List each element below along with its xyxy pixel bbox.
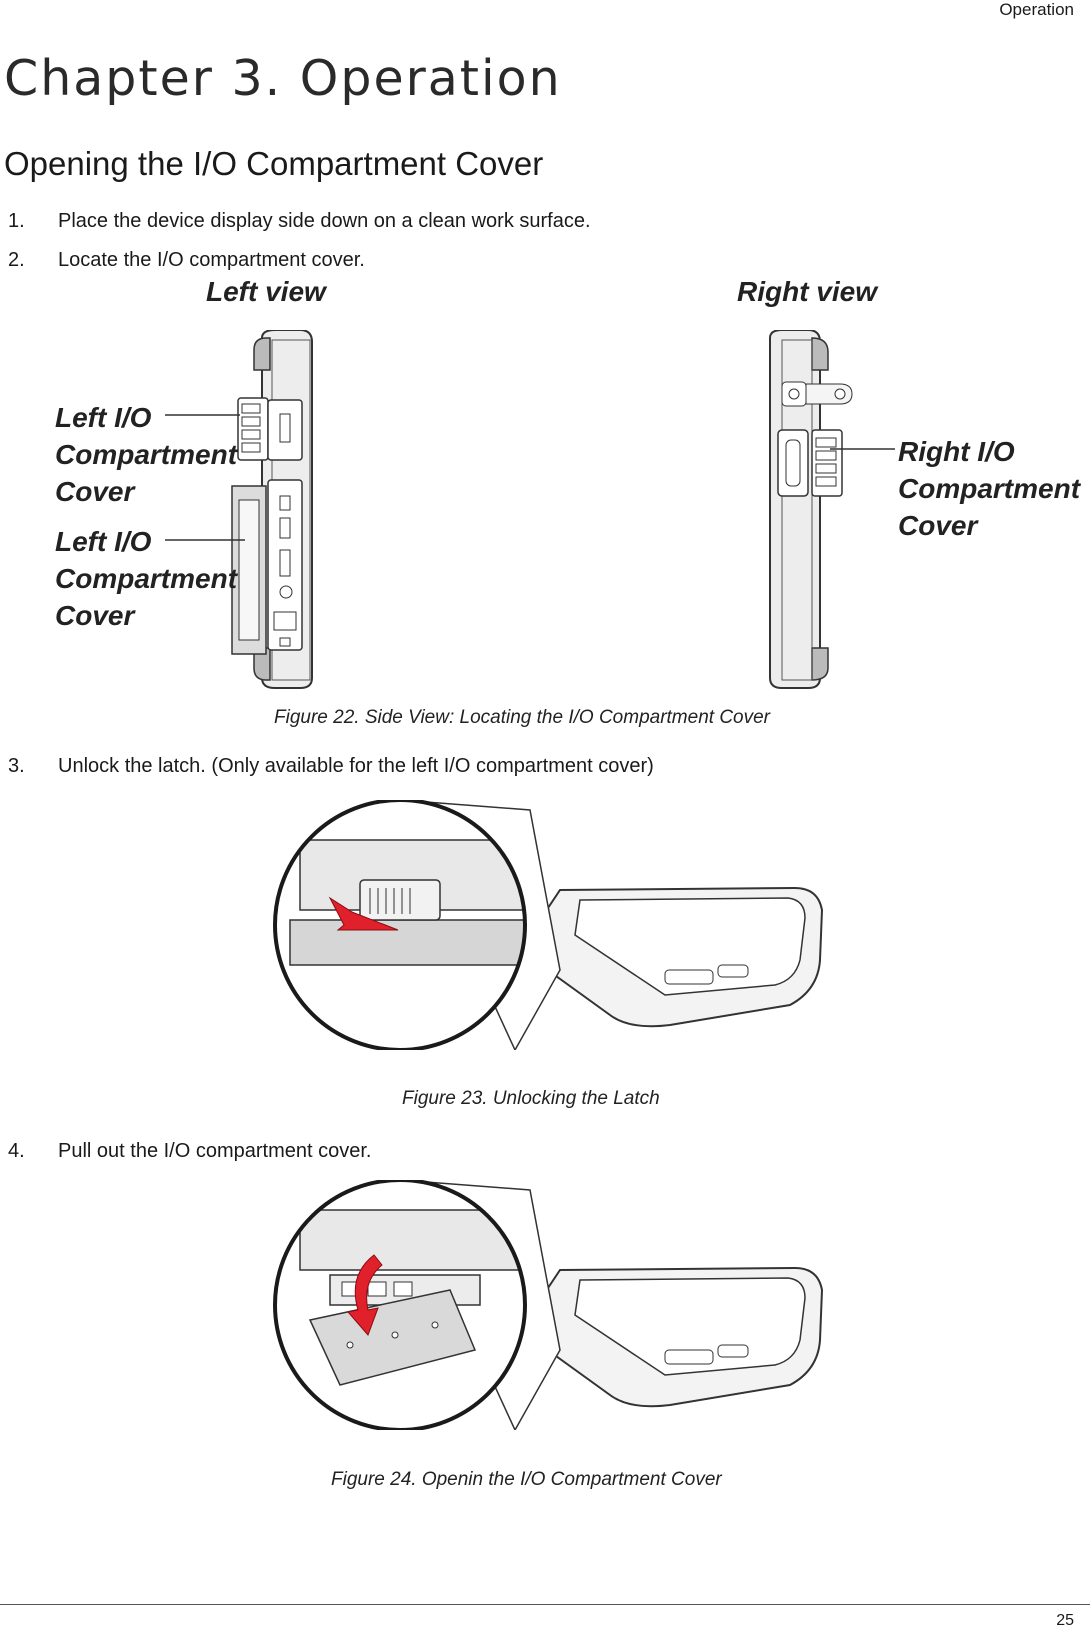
callout-line: Left I/O — [55, 526, 152, 557]
open-cover-illustration — [273, 1180, 824, 1430]
left-side-view-drawing — [231, 330, 313, 689]
callout-left-bottom: Left I/O Compartment Cover — [55, 523, 237, 634]
running-header: Operation — [999, 0, 1074, 19]
step-1: 1. Place the device display side down on… — [8, 210, 591, 233]
footer-rule — [0, 1604, 1090, 1605]
figure-24-caption: Figure 24. Openin the I/O Compartment Co… — [331, 1469, 722, 1490]
callout-leader-lines — [165, 414, 895, 541]
callout-line: Compartment — [55, 439, 238, 470]
callout-line: Cover — [898, 510, 978, 541]
callout-line: Right I/O — [898, 436, 1015, 467]
step-text: Pull out the I/O compartment cover. — [58, 1140, 372, 1162]
chapter-title: Chapter 3. Operation — [4, 50, 562, 107]
section-title: Opening the I/O Compartment Cover — [4, 145, 544, 182]
step-number: 2. — [8, 249, 25, 271]
callout-line: Left I/O — [55, 402, 152, 433]
right-view-label: Right view — [737, 276, 878, 307]
step-4: 4. Pull out the I/O compartment cover. — [8, 1140, 371, 1163]
step-number: 1. — [8, 210, 25, 232]
unlock-arrow — [328, 896, 399, 931]
figure-22-caption: Figure 22. Side View: Locating the I/O C… — [274, 707, 771, 728]
step-number: 4. — [8, 1140, 25, 1162]
callout-line: Compartment — [55, 563, 238, 594]
step-number: 3. — [8, 755, 25, 777]
pull-arrow — [347, 1254, 383, 1336]
step-2: 2. Locate the I/O compartment cover. — [8, 249, 365, 272]
step-3: 3. Unlock the latch. (Only available for… — [8, 755, 654, 778]
callout-right: Right I/O Compartment Cover — [898, 433, 1080, 544]
callout-left-top: Left I/O Compartment Cover — [55, 399, 237, 510]
step-text: Locate the I/O compartment cover. — [58, 249, 365, 271]
left-view-label: Left view — [206, 276, 326, 307]
callout-line: Cover — [55, 476, 135, 507]
unlock-latch-illustration — [273, 800, 824, 1050]
step-text: Unlock the latch. (Only available for th… — [58, 755, 654, 777]
step-text: Place the device display side down on a … — [58, 210, 591, 232]
callout-line: Cover — [55, 600, 135, 631]
figure-23-caption: Figure 23. Unlocking the Latch — [402, 1088, 660, 1109]
page-number: 25 — [1056, 1612, 1074, 1629]
right-side-view-drawing — [769, 330, 853, 689]
callout-line: Compartment — [898, 473, 1081, 504]
